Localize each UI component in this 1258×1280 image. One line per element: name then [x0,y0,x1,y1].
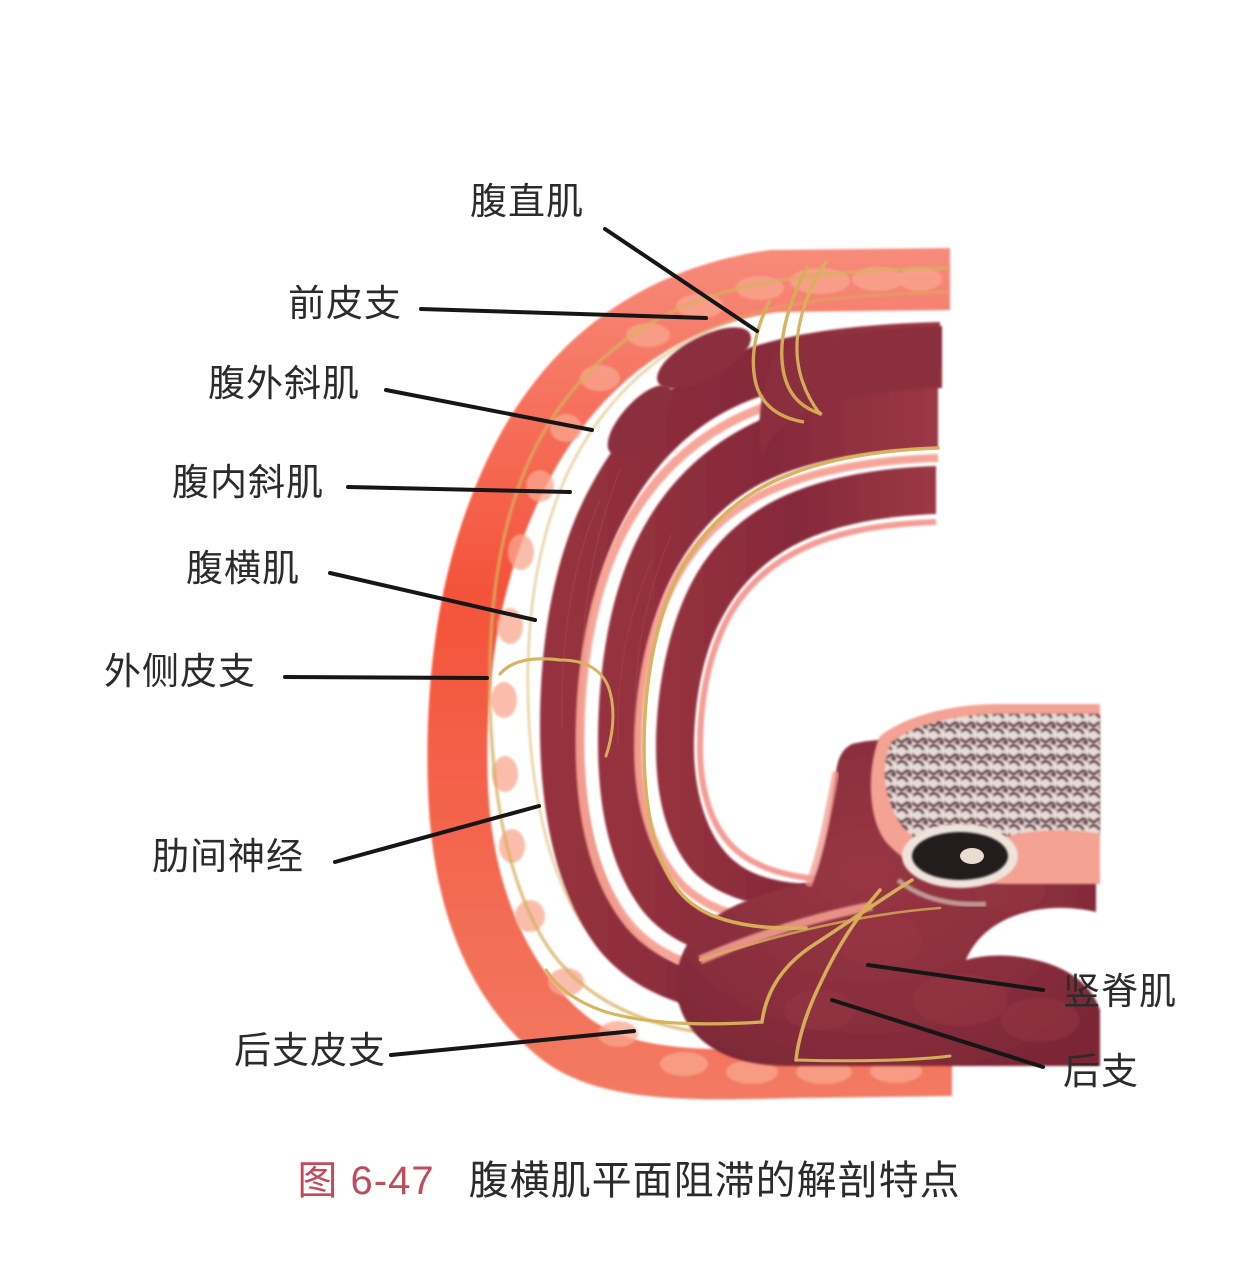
figure-caption: 图 6-47 腹横肌平面阻滞的解剖特点 [0,1148,1258,1206]
figure-number: 图 6-47 [297,1159,435,1203]
intercostal-nerve-path [498,260,952,1063]
label-transversus-abdominis: 腹横肌 [186,548,300,589]
vertebra [870,704,1100,907]
transversus-abdominis-muscle [656,466,936,910]
leader-posterior-ramus [830,998,1045,1069]
leader-erector-spinae [866,963,1045,992]
leader-anterior-cutaneous-branch [419,307,708,320]
label-lateral-cutaneous-branch: 外侧皮支 [104,651,256,692]
rectus-sheath-nerve [751,265,823,424]
internal-oblique-muscle [598,386,940,964]
spinal-canal [902,824,1018,888]
leader-lateral-cutaneous-branch [283,675,489,680]
leader-posterior-cutaneous-branch [389,1029,636,1057]
figure-caption-text: 腹横肌平面阻滞的解剖特点 [468,1159,961,1203]
rectus-abdominis-muscle [607,326,942,456]
label-posterior-ramus: 后支 [1063,1051,1139,1092]
leader-rectus-abdominis [603,227,759,333]
leader-transversus-abdominis [328,571,537,622]
label-posterior-cutaneous-branch: 后支皮支 [234,1030,386,1071]
label-anterior-cutaneous-branch: 前皮支 [288,283,402,324]
label-external-oblique: 腹外斜肌 [208,363,360,404]
label-intercostal-nerve: 肋间神经 [152,836,304,877]
label-rectus-abdominis: 腹直肌 [470,181,584,222]
leader-internal-oblique [346,485,572,494]
leader-lines [283,227,1045,1069]
subcutaneous-fat-layer [427,248,952,1100]
label-internal-oblique: 腹内斜肌 [172,462,324,503]
leader-external-oblique [384,388,594,432]
leader-intercostal-nerve [333,804,541,864]
label-erector-spinae: 竖脊肌 [1063,971,1177,1012]
